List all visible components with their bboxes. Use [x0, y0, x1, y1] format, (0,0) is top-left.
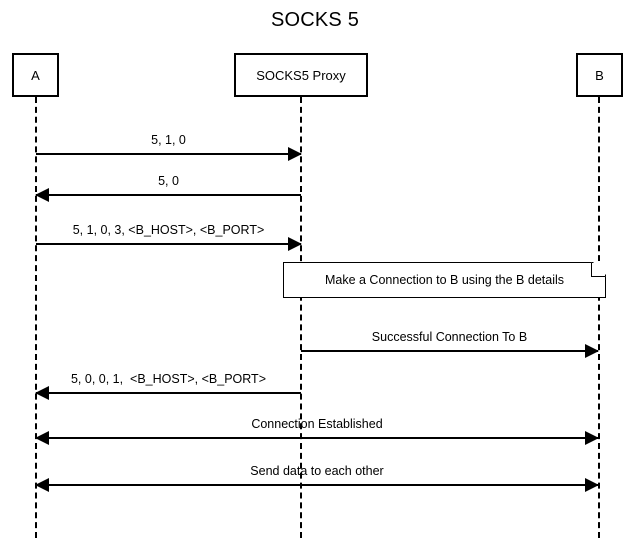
participant-label-a: A	[31, 67, 40, 83]
lifeline-b	[598, 97, 600, 538]
note-label: Make a Connection to B using the B detai…	[324, 273, 565, 287]
arrowhead-left-icon	[35, 478, 49, 492]
arrowhead-left-icon	[35, 431, 49, 445]
message-2-line	[36, 194, 301, 196]
participant-box-proxy[interactable]: SOCKS5 Proxy	[234, 53, 368, 97]
message-6-label: Connection Established	[251, 417, 383, 431]
message-3-label: 5, 1, 0, 3, <B_HOST>, <B_PORT>	[72, 223, 265, 237]
message-4-label: Successful Connection To B	[371, 330, 528, 344]
message-1-line	[36, 153, 301, 155]
participant-label-b: B	[595, 67, 604, 83]
arrowhead-right-icon	[585, 344, 599, 358]
participant-label-proxy: SOCKS5 Proxy	[256, 67, 346, 83]
arrowhead-right-icon	[288, 237, 302, 251]
message-7-label: Send data to each other	[250, 464, 384, 478]
message-4-line	[301, 350, 598, 352]
arrowhead-left-icon	[35, 188, 49, 202]
lifeline-proxy	[300, 97, 302, 538]
page-title: SOCKS 5	[270, 9, 360, 31]
message-1-label: 5, 1, 0	[151, 133, 186, 147]
arrowhead-right-icon	[585, 478, 599, 492]
message-7-line	[36, 484, 598, 486]
note-make-connection: Make a Connection to B using the B detai…	[283, 261, 607, 298]
message-5-line	[36, 392, 301, 394]
message-2-label: 5, 0	[158, 174, 179, 188]
message-5-label: 5, 0, 0, 1, <B_HOST>, <B_PORT>	[70, 372, 266, 386]
participant-box-b[interactable]: B	[576, 53, 623, 97]
arrowhead-right-icon	[288, 147, 302, 161]
arrowhead-right-icon	[585, 431, 599, 445]
message-3-line	[36, 243, 301, 245]
lifeline-a	[35, 97, 37, 538]
participant-box-a[interactable]: A	[12, 53, 59, 97]
message-6-line	[36, 437, 598, 439]
arrowhead-left-icon	[35, 386, 49, 400]
